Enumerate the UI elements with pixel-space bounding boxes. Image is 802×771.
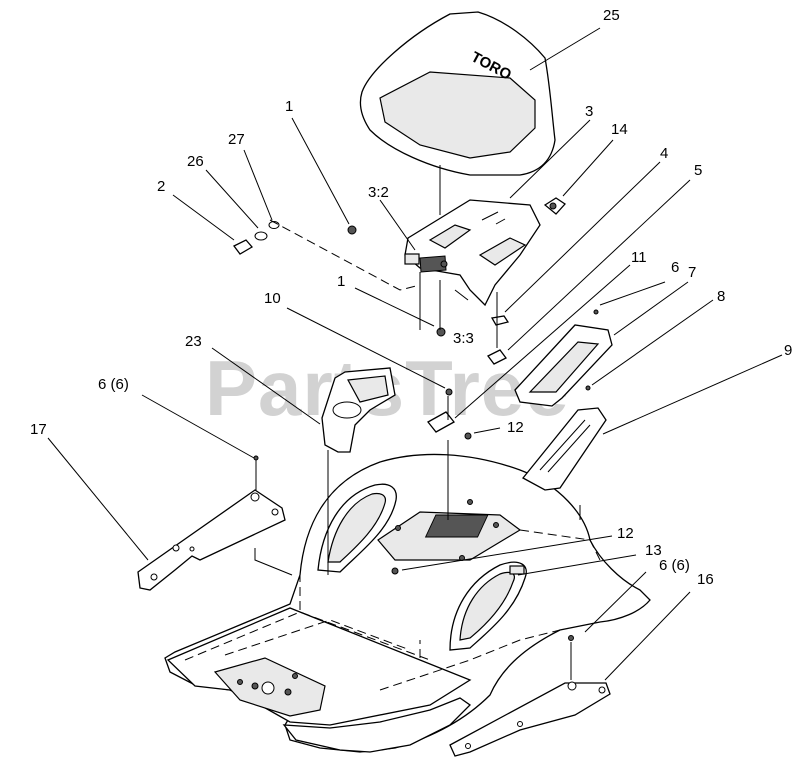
callout-17: 17: [30, 421, 47, 438]
callout-14: 14: [611, 121, 628, 138]
fender-pad: [514, 324, 613, 407]
callout-13: 13: [645, 542, 662, 559]
callout-16: 16: [697, 571, 714, 588]
callout-7: 7: [688, 264, 696, 281]
callout-3-3: 3:3: [453, 330, 474, 347]
cup-holder: [321, 367, 396, 453]
seat-hinge-bracket: [404, 199, 541, 307]
callout-6-top: 6: [671, 259, 679, 276]
callout-1-lower: 1: [337, 273, 345, 290]
callout-12-lower: 12: [617, 525, 634, 542]
callout-6-6-right: 6 (6): [659, 557, 690, 574]
callout-3: 3: [585, 103, 593, 120]
callout-3-2: 3:2: [368, 184, 389, 201]
footrest-plate-right: [449, 681, 611, 757]
footrest-plate-left: [137, 489, 286, 591]
callout-2: 2: [157, 178, 165, 195]
callout-1-upper: 1: [285, 98, 293, 115]
callout-27: 27: [228, 131, 245, 148]
callout-12-upper: 12: [507, 419, 524, 436]
callout-10: 10: [264, 290, 281, 307]
hardware-parts: [233, 197, 599, 680]
callout-9: 9: [784, 342, 792, 359]
callout-6-6-left: 6 (6): [98, 376, 129, 393]
seat-height-plate: [522, 407, 607, 491]
callout-11: 11: [631, 249, 647, 266]
callout-23: 23: [185, 333, 202, 350]
seat: TORO: [359, 11, 556, 215]
callout-5: 5: [694, 162, 702, 179]
callout-4: 4: [660, 145, 668, 162]
callout-26: 26: [187, 153, 204, 170]
fender-body: [164, 453, 651, 753]
leader-lines: [47, 27, 783, 681]
callout-8: 8: [717, 288, 725, 305]
callout-25: 25: [603, 7, 620, 24]
callout-labels: 25 3 14 4 5 1 27 26 2 3:2 1 3:3 10 11 6 …: [30, 7, 792, 588]
